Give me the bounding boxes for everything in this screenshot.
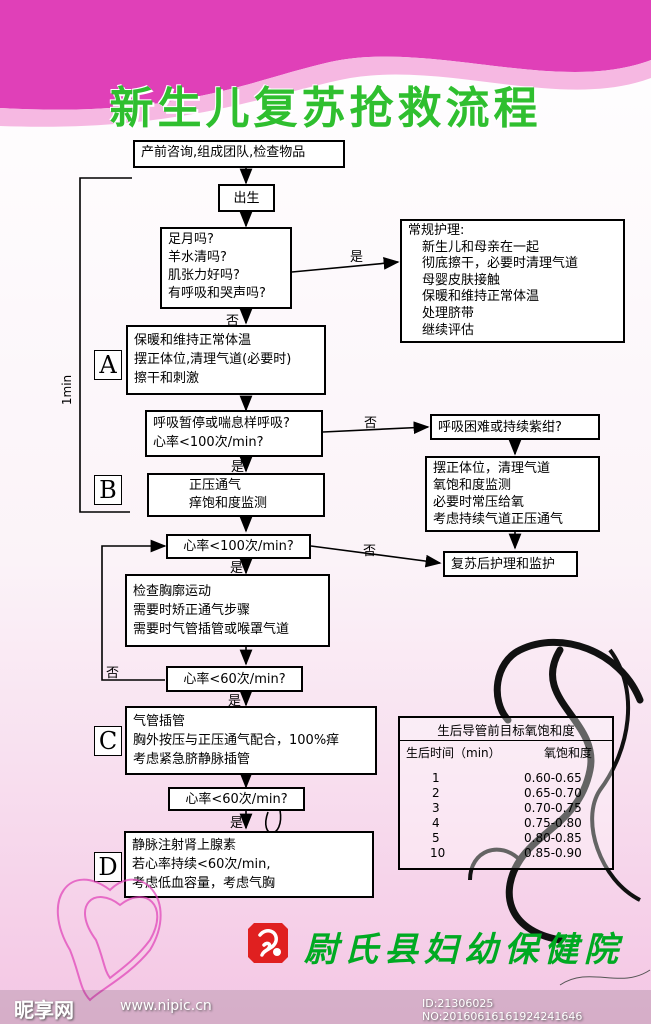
no-label-hr100: 否 bbox=[363, 544, 377, 559]
apnea-heart-rate-check-box: 呼吸暂停或喘息样呼吸? 心率<100次/min? bbox=[145, 410, 323, 457]
post-resuscitation-care-box: 复苏后护理和监护 bbox=[443, 551, 578, 577]
step-a-marker: A bbox=[94, 350, 122, 380]
heart-rate-60-text: 心率<60次/min? bbox=[183, 672, 286, 687]
ventilation-item: 需要时气管插管或喉罩气道 bbox=[133, 622, 290, 637]
spo2-row-time: 10 bbox=[430, 846, 446, 860]
step-c-marker: C bbox=[94, 726, 122, 756]
routine-care-item: 彻底擦干，必要时清理气道 bbox=[422, 256, 579, 272]
birth-box: 出生 bbox=[218, 184, 275, 212]
step-a-item: 擦干和刺激 bbox=[134, 371, 200, 386]
spo2-row-value: 0.80-0.85 bbox=[524, 831, 582, 845]
yes-label-hr60: 是 bbox=[228, 694, 242, 709]
step-b-item: 痒饱和度监测 bbox=[189, 496, 268, 511]
no-label-hr60: 否 bbox=[106, 666, 120, 681]
distress-action: 考虑持续气道正压通气 bbox=[433, 512, 564, 527]
assess-breathing: 有呼吸和哭声吗? bbox=[168, 286, 266, 301]
step-a-box: 保暖和维持正常体温 摆正体位,清理气道(必要时) 擦干和刺激 bbox=[126, 325, 326, 395]
hospital-name: 尉氏县妇幼保健院 bbox=[304, 930, 624, 970]
step-b-marker: B bbox=[94, 475, 122, 505]
step-b-box: 正压通气 痒饱和度监测 bbox=[147, 473, 325, 517]
watermark-id: ID:21306025 NO:20160616161924241646 bbox=[422, 997, 583, 1023]
watermark-site-name: 昵享网 bbox=[14, 998, 74, 1022]
step-c-item: 气管插管 bbox=[133, 714, 186, 729]
heart-rate-100-question: 心率<100次/min? bbox=[153, 435, 264, 450]
spo2-row-value: 0.85-0.90 bbox=[524, 846, 582, 860]
spo2-table-divider bbox=[400, 740, 612, 741]
prenatal-prep-text: 产前咨询,组成团队,检查物品 bbox=[141, 145, 306, 160]
routine-care-item: 保暖和维持正常体温 bbox=[422, 289, 540, 305]
spo2-target-table: 生后导管前目标氧饱和度 生后时间（min） 氧饱和度 1 0.60-0.65 2… bbox=[398, 716, 614, 870]
heart-rate-60-recheck-text: 心率<60次/min? bbox=[185, 792, 288, 807]
distress-action: 必要时常压给氧 bbox=[433, 495, 525, 510]
step-d-item: 考虑低血容量，考虑气胸 bbox=[132, 876, 276, 891]
ventilation-item: 检查胸廓运动 bbox=[133, 584, 212, 599]
prenatal-prep-box: 产前咨询,组成团队,检查物品 bbox=[133, 140, 345, 168]
yes-label-hr100: 是 bbox=[230, 561, 244, 576]
initial-assessment-box: 足月吗? 羊水清吗? 肌张力好吗? 有呼吸和哭声吗? bbox=[160, 227, 292, 309]
spo2-row-value: 0.75-0.80 bbox=[524, 816, 582, 830]
spo2-row-value: 0.60-0.65 bbox=[524, 771, 582, 785]
step-d-box: 静脉注射肾上腺素 若心率持续<60次/min, 考虑低血容量，考虑气胸 bbox=[124, 831, 374, 898]
watermark-bar bbox=[0, 990, 651, 1024]
page-title: 新生儿复苏抢救流程 bbox=[109, 83, 542, 134]
ventilation-item: 需要时矫正通气步骤 bbox=[133, 603, 251, 618]
spo2-table-title: 生后导管前目标氧饱和度 bbox=[437, 723, 575, 738]
distress-actions-box: 摆正体位，清理气道 氧饱和度监测 必要时常压给氧 考虑持续气道正压通气 bbox=[425, 456, 600, 532]
routine-care-item: 处理脐带 bbox=[422, 305, 475, 321]
spo2-col-time-header: 生后时间（min） bbox=[406, 746, 501, 760]
distress-check-box: 呼吸困难或持续紫绀? bbox=[430, 414, 600, 440]
spo2-col-value-header: 氧饱和度 bbox=[544, 746, 593, 760]
step-c-item: 考虑紧急脐静脉插管 bbox=[133, 752, 251, 767]
step-d-item: 若心率持续<60次/min, bbox=[132, 857, 271, 872]
watermark-url: www.nipic.cn bbox=[120, 998, 212, 1014]
spo2-row-time: 2 bbox=[432, 786, 440, 800]
yes-label-hr60-recheck: 是 bbox=[230, 816, 244, 831]
routine-care-heading: 常规护理: bbox=[408, 223, 465, 238]
distress-action: 氧饱和度监测 bbox=[433, 478, 512, 493]
ventilation-corrective-box: 检查胸廓运动 需要时矫正通气步骤 需要时气管插管或喉罩气道 bbox=[125, 574, 330, 647]
yes-label-apnea: 是 bbox=[231, 460, 245, 475]
distress-action: 摆正体位，清理气道 bbox=[433, 461, 551, 476]
heart-rate-60-check-box: 心率<60次/min? bbox=[166, 666, 303, 692]
assess-tone: 肌张力好吗? bbox=[168, 268, 240, 283]
spo2-row-time: 4 bbox=[432, 816, 440, 830]
post-care-text: 复苏后护理和监护 bbox=[451, 557, 556, 572]
spo2-row-time: 3 bbox=[432, 801, 440, 815]
routine-care-item: 继续评估 bbox=[422, 322, 475, 338]
heart-rate-100-check-box: 心率<100次/min? bbox=[166, 534, 311, 559]
header-wave bbox=[0, 0, 651, 127]
spo2-row-time: 1 bbox=[432, 771, 440, 785]
step-c-item: 胸外按压与正压通气配合，100%痒 bbox=[133, 733, 340, 748]
spo2-row-value: 0.65-0.70 bbox=[524, 786, 582, 800]
distress-question: 呼吸困难或持续紫绀? bbox=[438, 420, 562, 435]
routine-care-item: 新生儿和母亲在一起 bbox=[422, 239, 540, 255]
yes-label-routine: 是 bbox=[350, 250, 364, 265]
no-label-apnea: 否 bbox=[364, 416, 378, 431]
spo2-row-value: 0.70-0.75 bbox=[524, 801, 582, 815]
routine-care-item: 母婴皮肤接触 bbox=[422, 272, 501, 288]
spo2-row-time: 5 bbox=[432, 831, 440, 845]
step-d-item: 静脉注射肾上腺素 bbox=[132, 838, 237, 853]
step-b-item: 正压通气 bbox=[189, 478, 242, 493]
step-a-item: 摆正体位,清理气道(必要时) bbox=[134, 352, 292, 367]
routine-care-box: 常规护理: 新生儿和母亲在一起 彻底擦干，必要时清理气道 母婴皮肤接触 保暖和维… bbox=[400, 219, 625, 343]
hospital-logo bbox=[248, 923, 288, 963]
birth-text: 出生 bbox=[233, 191, 260, 206]
step-a-item: 保暖和维持正常体温 bbox=[134, 333, 252, 348]
heart-rate-60-recheck-box: 心率<60次/min? bbox=[168, 787, 305, 811]
assess-term: 足月吗? bbox=[168, 232, 214, 247]
assess-amniotic: 羊水清吗? bbox=[168, 250, 227, 265]
step-d-marker: D bbox=[94, 852, 122, 882]
step-c-box: 气管插管 胸外按压与正压通气配合，100%痒 考虑紧急脐静脉插管 bbox=[125, 706, 377, 775]
heart-rate-100-text: 心率<100次/min? bbox=[183, 539, 294, 554]
apnea-question: 呼吸暂停或喘息样呼吸? bbox=[153, 416, 290, 431]
